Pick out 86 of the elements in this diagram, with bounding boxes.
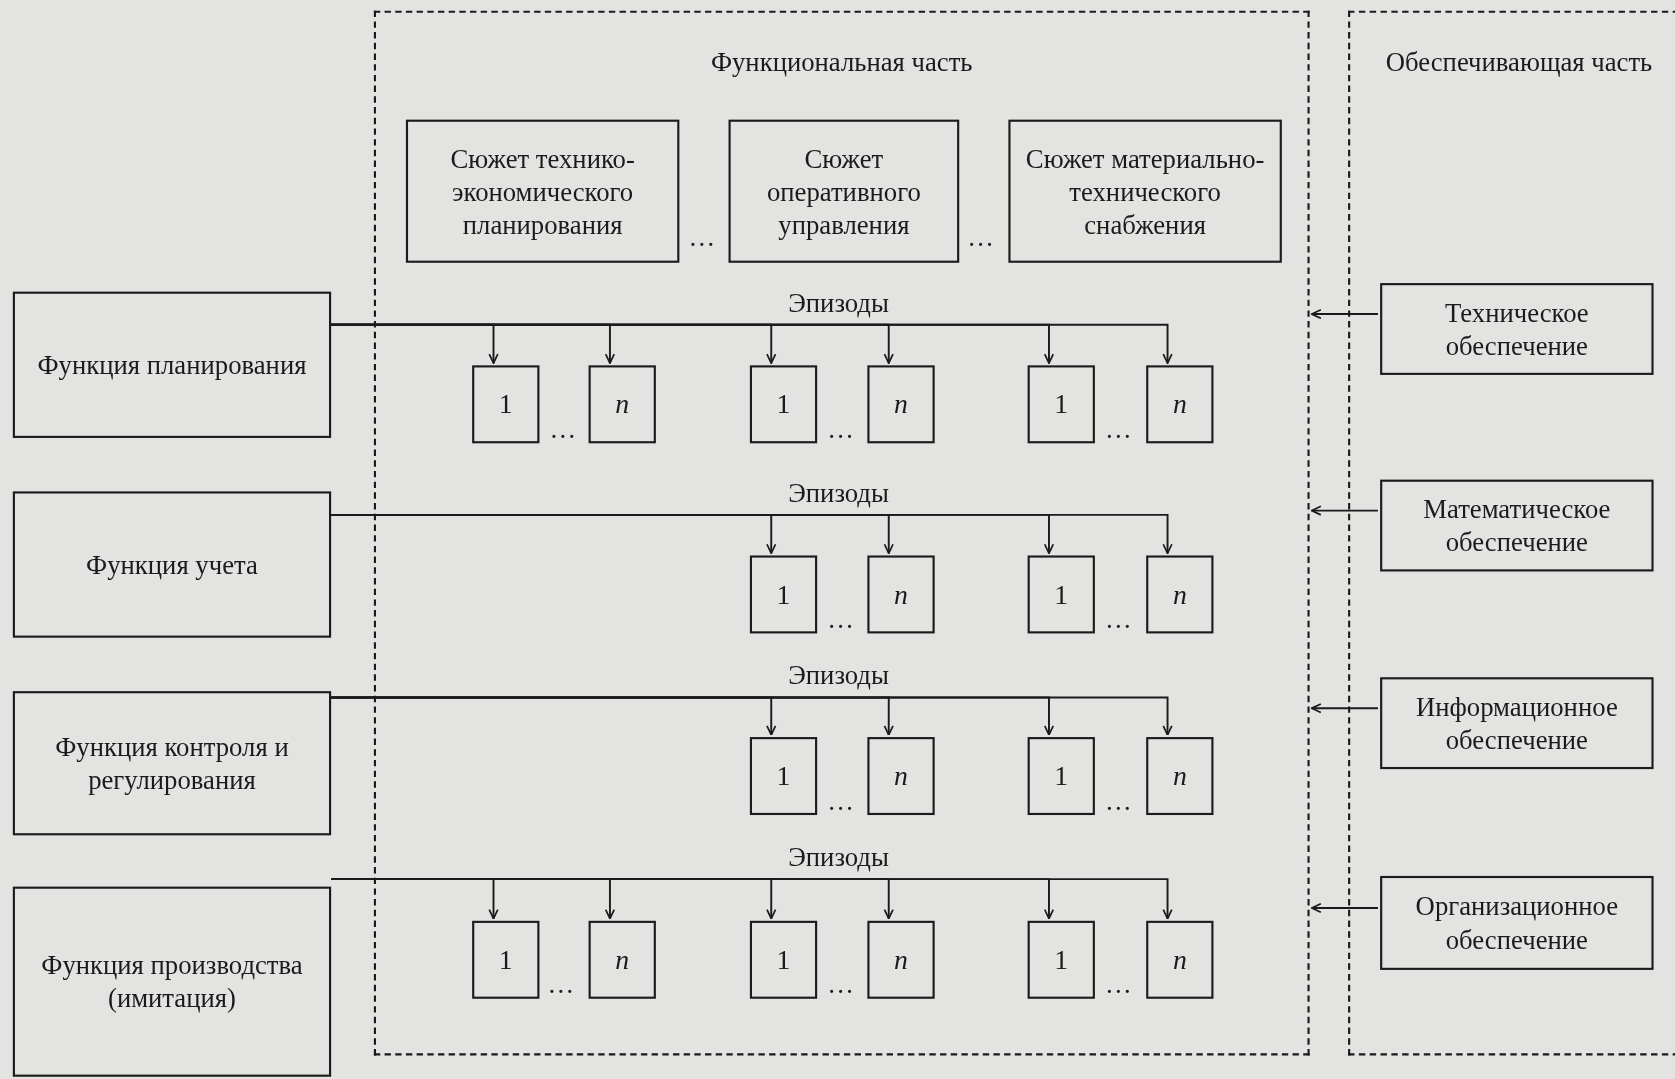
free-label: … xyxy=(549,414,577,445)
box-text: Сюжет технико-экономического планирования xyxy=(449,142,636,241)
episode-number: n xyxy=(894,387,908,421)
free-label: Эпизоды xyxy=(788,660,889,691)
support-box xyxy=(1380,875,1654,970)
free-label: … xyxy=(547,969,575,1000)
free-label: … xyxy=(1105,414,1132,445)
episode-box xyxy=(749,555,818,634)
free-label: … xyxy=(688,222,716,253)
episode-box xyxy=(867,365,935,444)
episode-number: 1 xyxy=(1054,759,1069,793)
episode-box xyxy=(588,365,656,444)
free-label: Эпизоды xyxy=(788,842,889,873)
episode-number: n xyxy=(894,577,908,611)
episode-number: n xyxy=(894,943,908,977)
arrow xyxy=(1310,703,1379,714)
free-label: … xyxy=(1105,604,1132,635)
free-label: … xyxy=(1105,786,1132,817)
dashed-frame xyxy=(373,10,1310,1056)
episode-box xyxy=(1027,920,1095,999)
episode-number: 1 xyxy=(776,577,791,611)
arrow xyxy=(1310,505,1379,516)
arrow xyxy=(1310,308,1379,320)
box-text: Математическое обеспечение xyxy=(1422,493,1612,559)
episode-box xyxy=(1146,920,1214,999)
subject-box xyxy=(1008,119,1282,263)
arrow xyxy=(1310,902,1379,914)
episode-box xyxy=(1146,365,1214,444)
episode-number: 1 xyxy=(498,387,513,421)
episode-box xyxy=(472,920,540,999)
episode-number: n xyxy=(1172,577,1187,611)
episode-box xyxy=(1027,365,1095,444)
episode-box xyxy=(588,920,656,999)
episode-number: n xyxy=(615,943,630,977)
box-text: Организационное обеспечение xyxy=(1414,890,1620,956)
episode-number: 1 xyxy=(1054,577,1069,611)
support-box xyxy=(1380,479,1654,572)
box-text: Техническое обеспечение xyxy=(1444,297,1590,362)
episode-number: 1 xyxy=(1054,387,1069,421)
episode-box xyxy=(1146,555,1214,634)
subject-box xyxy=(728,119,960,263)
episode-box xyxy=(749,737,818,816)
function-box xyxy=(12,291,332,438)
episode-number: 1 xyxy=(776,387,791,421)
box-text: Сюжет материально-технического снабжения xyxy=(1024,142,1266,241)
section-title: Обеспечивающая часть xyxy=(1384,46,1654,78)
box-text: Функция учета xyxy=(85,549,259,582)
episode-number: n xyxy=(894,759,908,793)
box-text: Информационное обеспечение xyxy=(1414,691,1619,757)
episode-number: n xyxy=(1172,943,1187,977)
free-label: … xyxy=(967,222,994,253)
episode-box xyxy=(1027,737,1095,816)
subject-box xyxy=(405,119,680,263)
support-box xyxy=(1380,283,1654,375)
box-text: Сюжет оперативного управления xyxy=(765,142,922,241)
box-text: Функция контроля и регулирования xyxy=(54,731,290,797)
function-box xyxy=(12,691,332,836)
episode-number: 1 xyxy=(1054,943,1069,977)
function-box xyxy=(12,886,332,1077)
support-box xyxy=(1380,677,1654,770)
free-label: … xyxy=(827,604,855,635)
episode-box xyxy=(1027,555,1095,634)
box-text: Функция производства (имитация) xyxy=(40,949,304,1015)
box-text: Функция планирования xyxy=(36,349,308,382)
episode-box xyxy=(867,920,935,999)
episode-number: 1 xyxy=(776,759,791,793)
episode-box xyxy=(867,555,935,634)
episode-box xyxy=(749,920,818,999)
episode-box xyxy=(472,365,540,444)
free-label: … xyxy=(827,786,855,817)
dashed-frame xyxy=(1348,10,1675,1056)
episode-number: 1 xyxy=(498,943,513,977)
free-label: … xyxy=(827,969,855,1000)
free-label: … xyxy=(827,414,855,445)
episode-box xyxy=(867,737,935,816)
episode-number: n xyxy=(615,387,630,421)
free-label: … xyxy=(1105,969,1132,1000)
episode-number: n xyxy=(1172,759,1187,793)
function-box xyxy=(12,491,332,638)
episode-number: 1 xyxy=(776,943,791,977)
episode-box xyxy=(1146,737,1214,816)
free-label: Эпизоды xyxy=(788,288,889,319)
episode-box xyxy=(749,365,818,444)
episode-number: n xyxy=(1172,387,1187,421)
free-label: Эпизоды xyxy=(788,478,889,509)
section-title: Функциональная часть xyxy=(709,46,974,78)
